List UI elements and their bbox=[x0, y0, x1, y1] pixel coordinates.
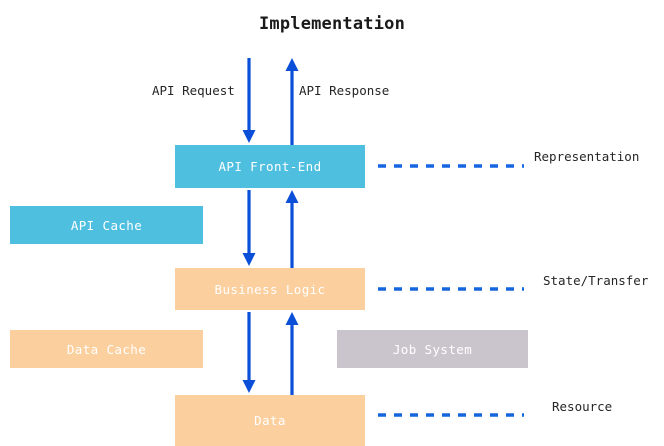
flow-label-api-response: API Response bbox=[299, 83, 390, 98]
side-label-representation: Representation bbox=[534, 149, 640, 164]
node-data[interactable]: Data bbox=[175, 395, 365, 446]
node-label: Data bbox=[254, 413, 286, 428]
node-job-system[interactable]: Job System bbox=[337, 330, 528, 368]
side-label-state-transfer: State/Transfer bbox=[543, 273, 649, 288]
arrow-response-out bbox=[285, 58, 299, 145]
arrow-data-to-logic-head bbox=[285, 312, 299, 325]
page-title: Implementation bbox=[258, 14, 406, 34]
arrow-logic-to-frontend bbox=[285, 190, 299, 268]
arrow-frontend-to-logic-head bbox=[242, 253, 256, 266]
arrow-logic-to-data-head bbox=[242, 380, 256, 393]
node-label: API Front-End bbox=[218, 159, 322, 174]
node-label: Business Logic bbox=[214, 281, 326, 297]
arrow-response-out-head bbox=[285, 58, 299, 71]
arrow-request-in-head bbox=[242, 130, 256, 143]
arrow-data-to-logic bbox=[285, 312, 299, 395]
node-api-cache[interactable]: API Cache bbox=[10, 206, 203, 244]
arrow-frontend-to-logic bbox=[242, 190, 256, 266]
arrow-logic-to-data bbox=[242, 312, 256, 393]
flow-label-api-request: API Request bbox=[152, 83, 235, 98]
node-label: API Cache bbox=[70, 217, 143, 233]
node-label: Job System bbox=[392, 341, 473, 357]
node-business-logic[interactable]: Business Logic bbox=[175, 268, 365, 310]
arrow-request-in bbox=[242, 58, 256, 143]
arrow-logic-to-frontend-head bbox=[285, 190, 299, 203]
node-api-front-end[interactable]: API Front-End bbox=[175, 145, 365, 188]
side-label-resource: Resource bbox=[552, 399, 613, 414]
node-data-cache[interactable]: Data Cache bbox=[10, 330, 203, 368]
node-label: Data Cache bbox=[66, 341, 147, 357]
